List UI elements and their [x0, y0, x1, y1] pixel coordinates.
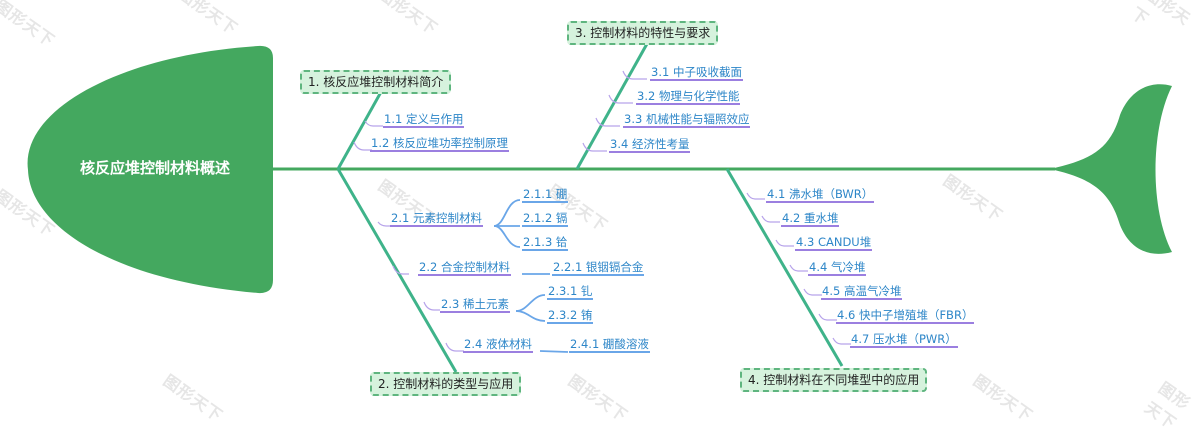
fish-head-shape — [27, 45, 273, 294]
category-4[interactable]: 4. 控制材料在不同堆型中的应用 — [740, 368, 928, 392]
topic-2-1-3[interactable]: 2.1.3 铪 — [522, 235, 569, 251]
sub-connectors — [353, 70, 851, 352]
category-1[interactable]: 1. 核反应堆控制材料简介 — [300, 70, 452, 94]
category-3[interactable]: 3. 控制材料的特性与要求 — [567, 21, 719, 45]
topic-2-4[interactable]: 2.4 液体材料 — [463, 337, 533, 353]
topic-3-3[interactable]: 3.3 机械性能与辐照效应 — [623, 112, 751, 128]
topic-4-4[interactable]: 4.4 气冷堆 — [808, 260, 867, 276]
topic-2-3-2[interactable]: 2.3.2 铕 — [547, 308, 594, 324]
leaf-connectors — [493, 199, 569, 353]
topic-4-1[interactable]: 4.1 沸水堆（BWR） — [766, 187, 875, 203]
topic-4-6[interactable]: 4.6 快中子增殖堆（FBR） — [836, 308, 975, 324]
topic-2-4-1[interactable]: 2.4.1 硼酸溶液 — [569, 337, 650, 353]
topic-4-7[interactable]: 4.7 压水堆（PWR） — [850, 332, 958, 348]
head-title[interactable]: 核反应堆控制材料概述 — [79, 159, 230, 177]
topic-2-3-1[interactable]: 2.3.1 钆 — [547, 284, 594, 300]
category-2[interactable]: 2. 控制材料的类型与应用 — [370, 372, 522, 396]
bone-1 — [336, 91, 383, 170]
topic-1-2[interactable]: 1.2 核反应堆功率控制原理 — [370, 136, 509, 152]
topic-2-3[interactable]: 2.3 稀土元素 — [440, 297, 510, 313]
topic-1-1[interactable]: 1.1 定义与作用 — [383, 112, 465, 128]
topic-4-2[interactable]: 4.2 重水堆 — [781, 211, 840, 227]
topic-2-2-1[interactable]: 2.2.1 银铟镉合金 — [552, 260, 645, 276]
bone-3 — [575, 41, 650, 170]
fish-tail-shape — [1050, 84, 1172, 254]
topic-2-1-1[interactable]: 2.1.1 硼 — [522, 187, 569, 203]
bone-4 — [725, 168, 844, 367]
topic-2-2[interactable]: 2.2 合金控制材料 — [418, 260, 511, 276]
topic-3-1[interactable]: 3.1 中子吸收截面 — [650, 65, 743, 81]
bone-2 — [336, 168, 458, 373]
topic-4-3[interactable]: 4.3 CANDU堆 — [795, 235, 873, 251]
topic-2-1[interactable]: 2.1 元素控制材料 — [390, 211, 483, 227]
topic-4-5[interactable]: 4.5 高温气冷堆 — [821, 284, 903, 300]
fishbone-canvas — [27, 41, 1172, 373]
topic-3-2[interactable]: 3.2 物理与化学性能 — [636, 89, 741, 105]
topic-2-1-2[interactable]: 2.1.2 镉 — [522, 211, 569, 227]
topic-3-4[interactable]: 3.4 经济性考量 — [609, 137, 691, 153]
